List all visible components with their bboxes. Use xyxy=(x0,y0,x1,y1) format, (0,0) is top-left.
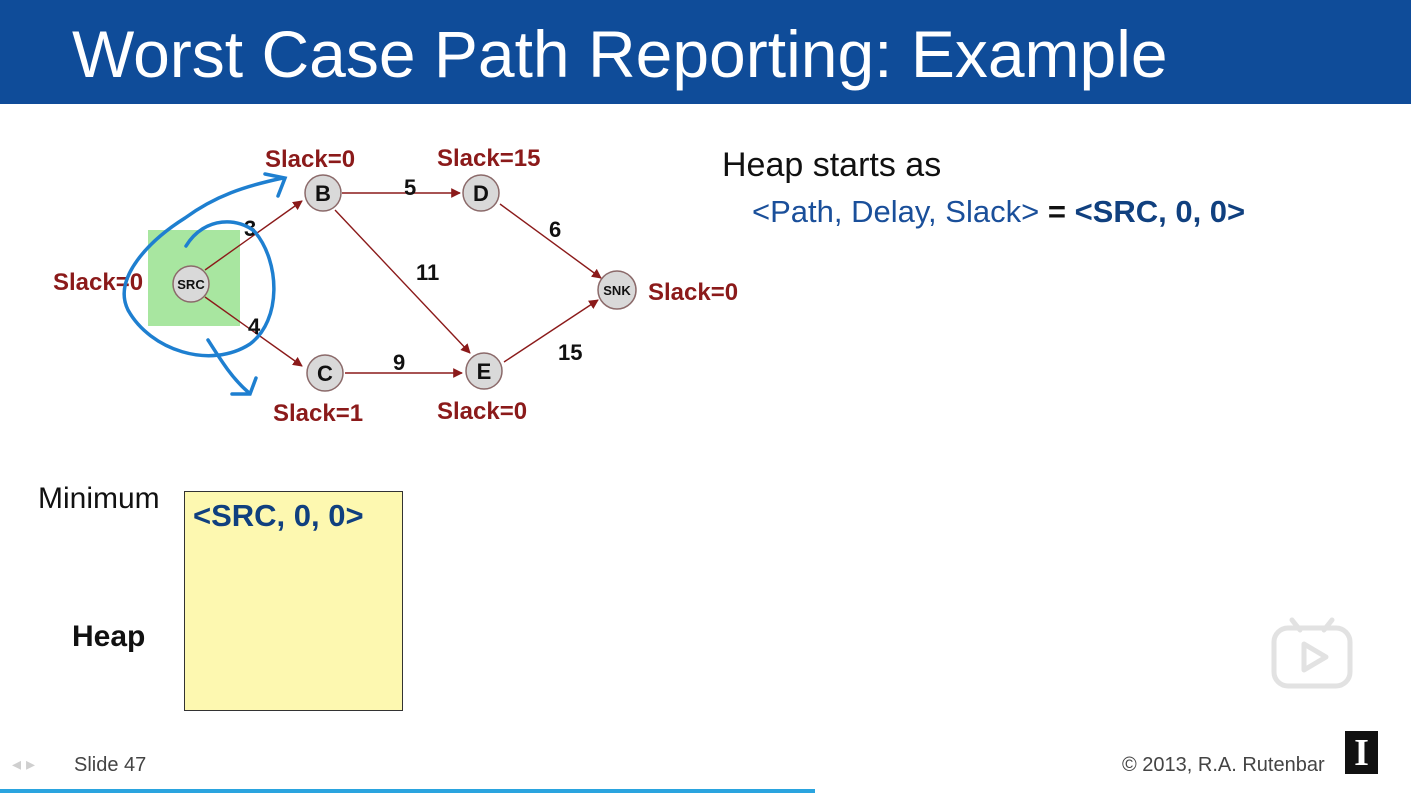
copyright: © 2013, R.A. Rutenbar xyxy=(1122,754,1325,776)
node-src: SRC xyxy=(172,265,210,303)
edge-b-e xyxy=(334,209,471,354)
nav-arrows-icon[interactable]: ◂ ▸ xyxy=(12,754,36,774)
node-b-label: B xyxy=(315,181,331,206)
heap-tuple-label: <Path, Delay, Slack> xyxy=(752,194,1040,229)
heap-box: <SRC, 0, 0> xyxy=(184,491,403,711)
edge-weight-c-e: 9 xyxy=(393,350,405,375)
node-e: E xyxy=(465,352,503,390)
slack-c: Slack=1 xyxy=(273,400,363,427)
heap-intro-text: Heap starts as xyxy=(722,146,942,184)
heap-minimum-label: Minimum xyxy=(38,482,160,515)
heap-tuple-line: <Path, Delay, Slack> = <SRC, 0, 0> xyxy=(752,194,1245,230)
video-progress-bar[interactable] xyxy=(0,789,815,793)
node-c-label: C xyxy=(317,361,333,386)
slack-d: Slack=15 xyxy=(437,145,540,172)
title-bar: Worst Case Path Reporting: Example xyxy=(0,0,1411,104)
slide-number: Slide 47 xyxy=(74,754,147,776)
node-b: B xyxy=(304,174,342,212)
edge-d-snk xyxy=(499,203,602,279)
edge-src-b xyxy=(204,200,303,271)
edge-weight-b-d: 5 xyxy=(404,175,416,200)
node-snk: SNK xyxy=(597,270,637,310)
slide-title: Worst Case Path Reporting: Example xyxy=(72,17,1168,91)
edge-weight-d-snk: 6 xyxy=(549,217,561,242)
node-c: C xyxy=(306,354,344,392)
node-e-label: E xyxy=(477,359,492,384)
play-icon[interactable] xyxy=(1270,612,1354,690)
node-snk-label: SNK xyxy=(603,283,631,298)
node-d: D xyxy=(462,174,500,212)
slack-e: Slack=0 xyxy=(437,398,527,425)
heap-tuple-value: <SRC, 0, 0> xyxy=(1074,194,1246,229)
node-src-label: SRC xyxy=(177,277,205,292)
slack-b: Slack=0 xyxy=(265,146,355,173)
slack-snk: Slack=0 xyxy=(648,279,738,306)
edge-weight-e-snk: 15 xyxy=(558,340,582,365)
heap-label: Heap xyxy=(72,620,146,653)
edge-e-snk xyxy=(503,299,599,363)
node-d-label: D xyxy=(473,181,489,206)
edge-weight-b-e: 11 xyxy=(416,260,439,285)
heap-equals: = xyxy=(1047,194,1066,229)
heap-entry: <SRC, 0, 0> xyxy=(193,498,364,533)
university-logo: I xyxy=(1345,731,1378,774)
edge-src-c xyxy=(204,296,303,367)
handwritten-annotation xyxy=(122,172,288,396)
edge-weight-src-c: 4 xyxy=(248,314,261,339)
